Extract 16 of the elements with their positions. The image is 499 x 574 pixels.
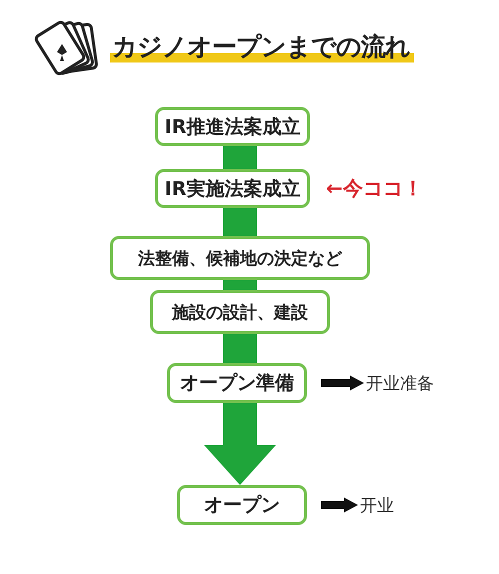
side-note: 开业准备	[366, 370, 456, 396]
arrow	[204, 403, 276, 485]
connector-bar	[223, 334, 257, 363]
step-box: オープン	[177, 485, 307, 525]
connector-bar	[223, 208, 257, 236]
step-box: IR推進法案成立	[155, 107, 310, 146]
side-note: 开业	[360, 492, 410, 518]
arrow	[321, 498, 358, 512]
step-box: 施設の設計、建設	[150, 290, 330, 334]
connector-bar	[223, 146, 257, 169]
connector-bar	[223, 280, 257, 290]
step-box: オープン準備	[167, 363, 307, 403]
callout-text: ←今ココ！	[326, 175, 423, 202]
step-box: IR実施法案成立	[155, 169, 310, 208]
arrow	[321, 376, 364, 390]
step-box: 法整備、候補地の決定など	[110, 236, 370, 280]
